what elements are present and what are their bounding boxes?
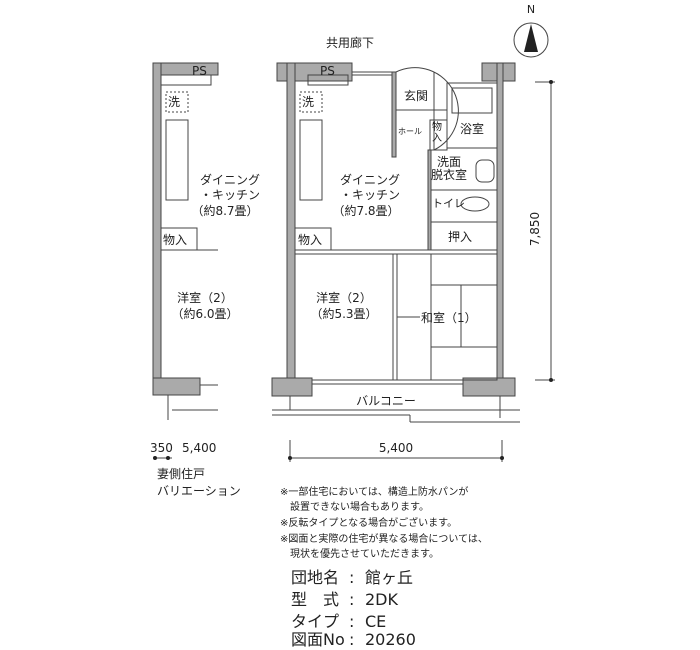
north-label: N [526, 3, 536, 16]
side-caption2: バリエーション [157, 484, 241, 498]
wall [286, 62, 296, 396]
wash-label: 洗 [302, 95, 315, 109]
wall [152, 62, 162, 396]
note-line: ※図面と実際の住宅が異なる場合については、 [280, 534, 488, 545]
info-row: 団地名:館ヶ丘 [291, 568, 414, 587]
side-wash-label: 洗 [168, 95, 181, 109]
info-row: 図面No:20260 [291, 630, 416, 649]
washroom-label: 洗面 [437, 155, 462, 169]
wall [427, 149, 432, 251]
corridor-label: 共用廊下 [325, 36, 375, 50]
small-storage-label: 物入 [432, 122, 442, 144]
info-row: 型 式:2DK [291, 590, 398, 609]
hall-label: ホール [398, 127, 422, 136]
toilet-label: トイレ [432, 197, 465, 210]
compass-icon [513, 22, 549, 58]
side-dk-size: （約8.7畳） [191, 204, 259, 218]
room-label: 洋室（2） [316, 291, 372, 305]
side-dim-b: 5,400 [182, 441, 217, 455]
note-line: 設置できない場合もあります。 [280, 502, 429, 513]
storage-label: 物入 [298, 233, 323, 247]
dk-label2: ・キッチン [339, 188, 401, 202]
entrance-label: 玄関 [404, 89, 429, 103]
side-storage-label: 物入 [163, 233, 188, 247]
wall [496, 62, 504, 396]
washroom-label2: 脱衣室 [431, 168, 468, 182]
side-dk-label: ダイニング [199, 173, 261, 187]
bath-label: 浴室 [460, 122, 485, 136]
note-line: ※一部住宅においては、構造上防水パンが [280, 487, 469, 498]
side-ps-label: PS [192, 64, 207, 78]
closet-label: 押入 [448, 230, 473, 244]
side-room-size: （約6.0畳） [171, 307, 239, 321]
note-line: ※反転タイプとなる場合がございます。 [280, 518, 458, 529]
dk-label: ダイニング [339, 173, 401, 187]
side-room-label: 洋室（2） [177, 291, 233, 305]
note-line: 現状を優先させていただきます。 [280, 549, 439, 560]
north-arrow-icon [524, 24, 538, 52]
side-caption1: 妻側住戸 [157, 467, 206, 481]
side-dim-a: 350 [150, 441, 173, 455]
wall [462, 377, 516, 397]
side-dk-label2: ・キッチン [199, 188, 261, 202]
depth-dimension: 7,850 [528, 211, 543, 247]
room-size: （約5.3畳） [310, 307, 378, 321]
ps-label: PS [320, 64, 335, 78]
dk-size: （約7.8畳） [332, 204, 400, 218]
wall [271, 377, 313, 397]
info-row: タイプ:CE [291, 612, 387, 631]
wall [152, 62, 219, 76]
width-dimension: 5,400 [378, 441, 414, 455]
wall [391, 71, 397, 158]
wall [152, 377, 201, 396]
japanese-room-label: 和室（1） [421, 311, 477, 325]
balcony-label: バルコニー [356, 394, 416, 408]
